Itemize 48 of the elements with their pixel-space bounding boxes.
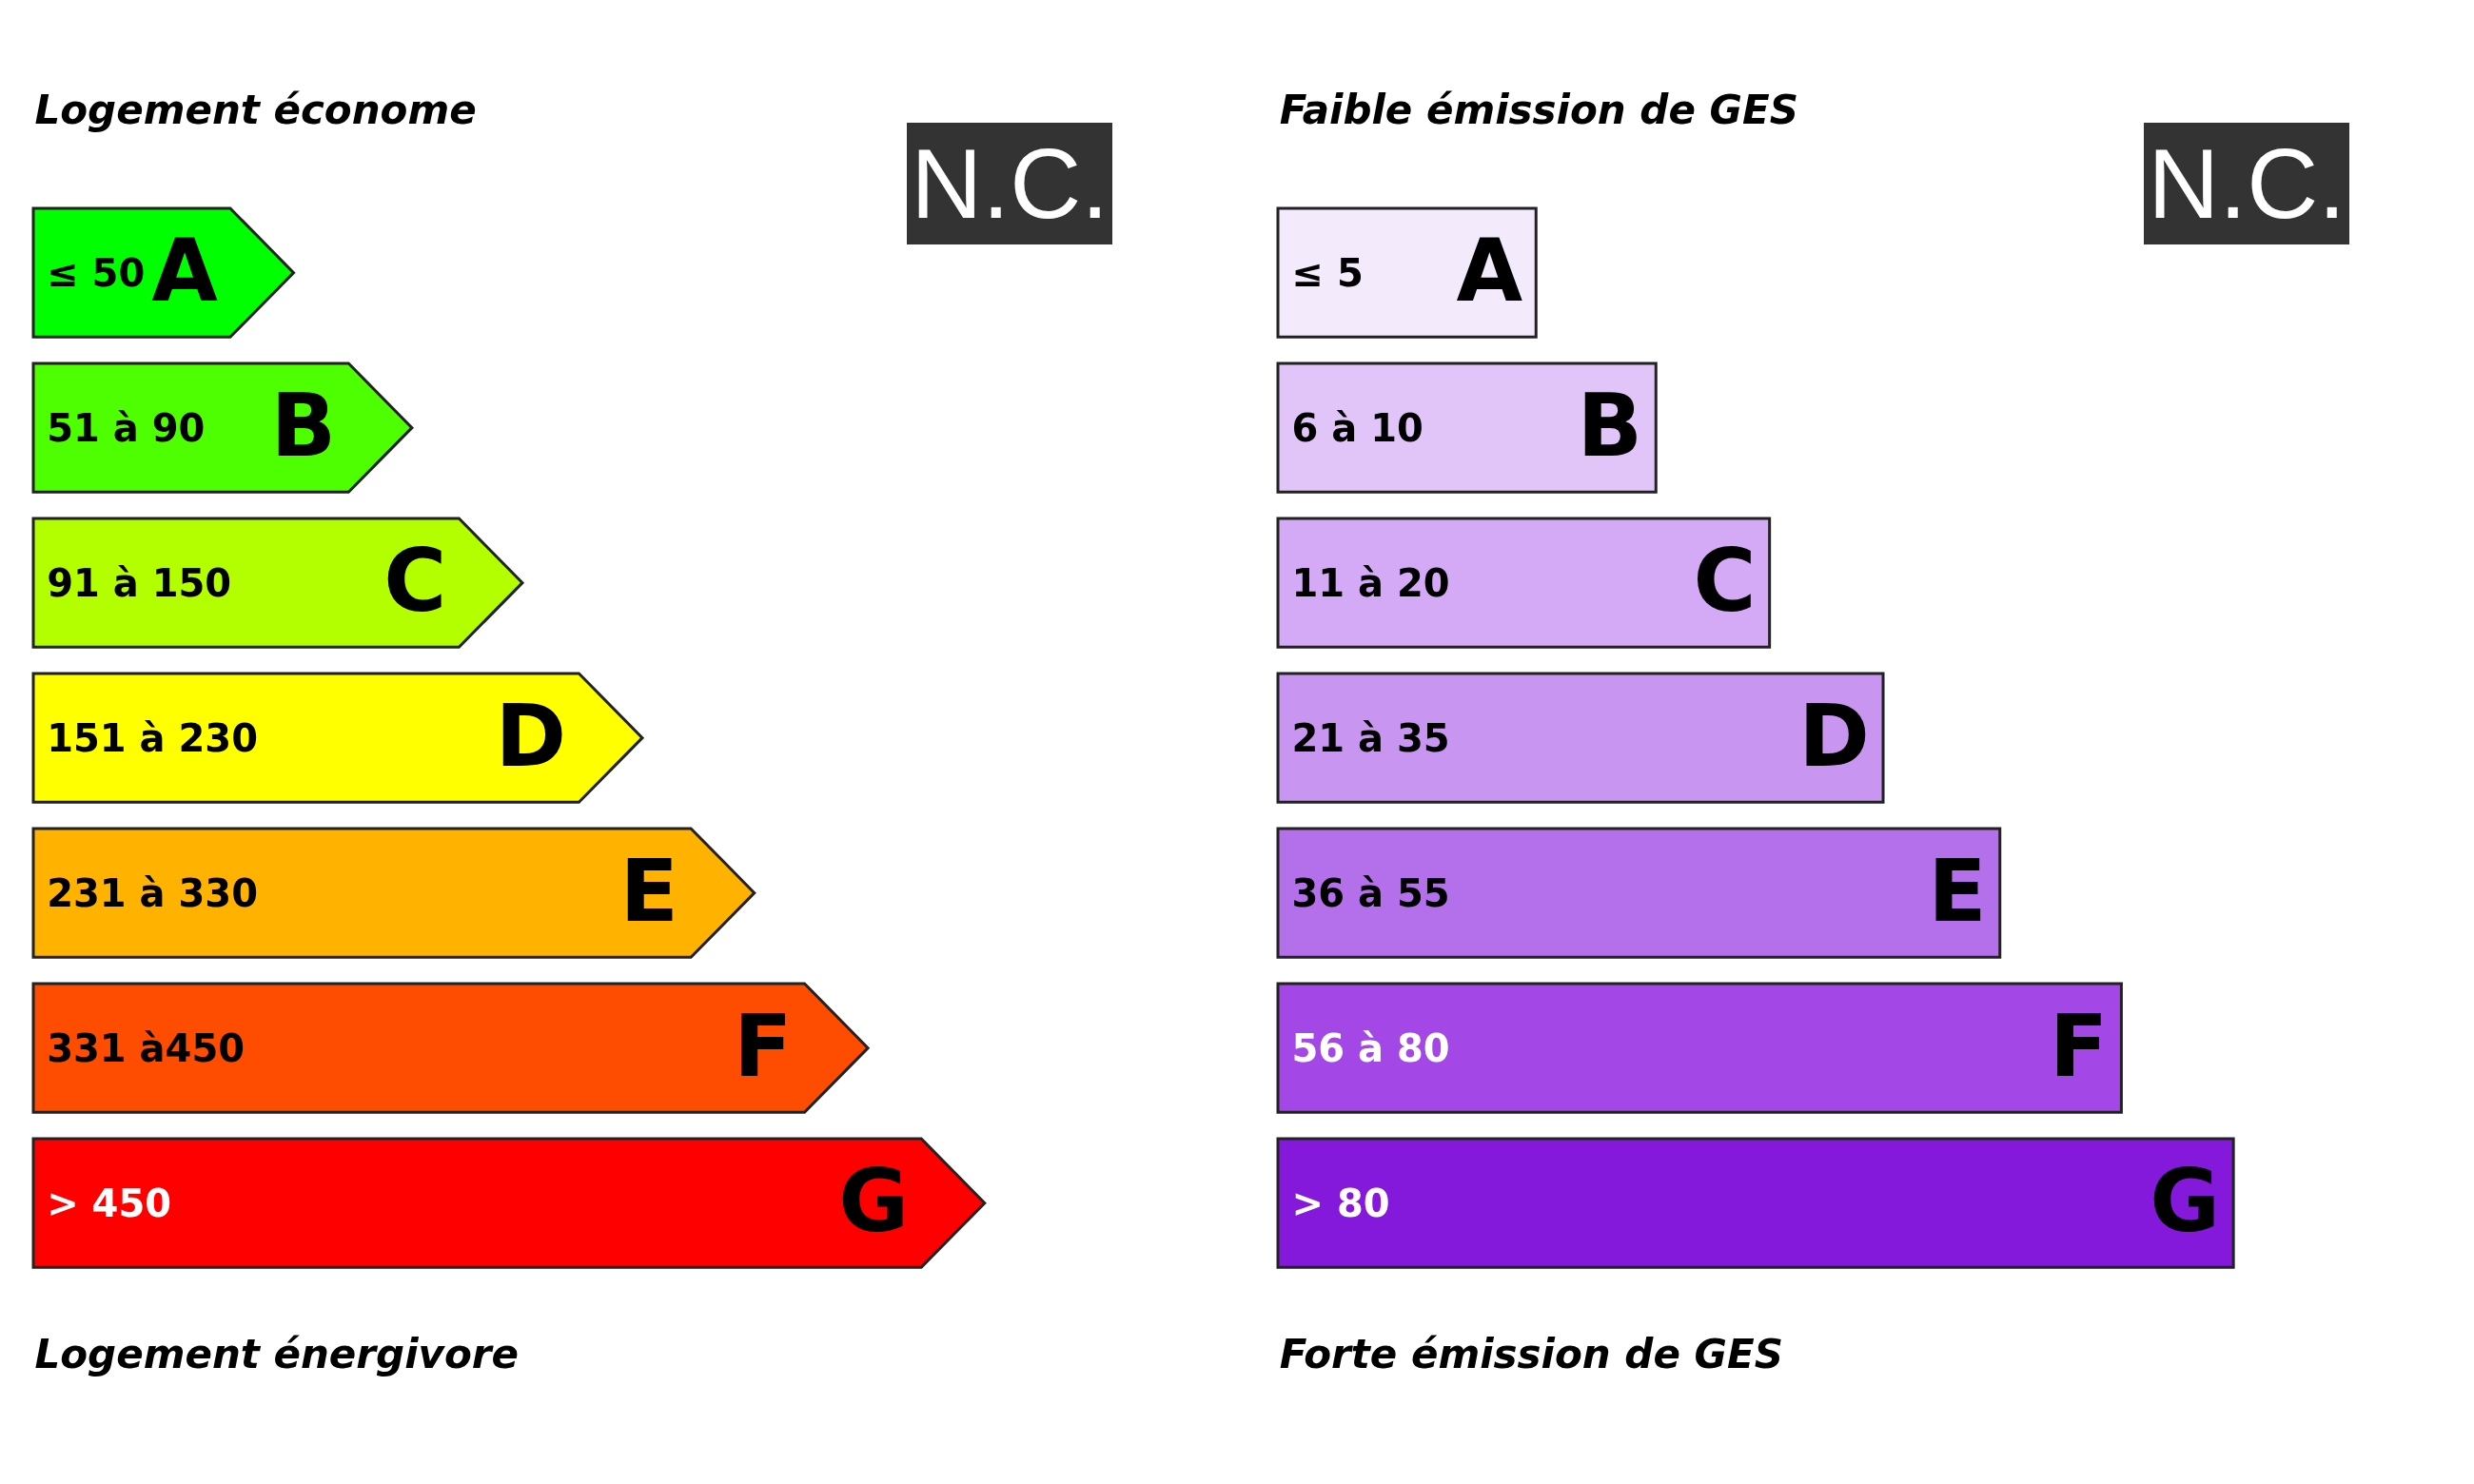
rating-bar [1276, 672, 1886, 805]
rating-badge: N.C. [907, 123, 1112, 244]
scale-heading: Logement économe [34, 87, 477, 134]
class-letter: C [383, 538, 447, 625]
range-text: > 80 [1291, 1181, 1390, 1225]
class-letter: G [2150, 1159, 2221, 1245]
class-letter: F [2049, 1004, 2109, 1090]
range-text: ≤ 50 [47, 250, 146, 295]
range-text: 21 à 35 [1291, 715, 1450, 760]
rating-bar [1276, 827, 2003, 960]
range-text: 6 à 10 [1291, 405, 1424, 450]
class-letter: A [1456, 228, 1523, 315]
range-text: > 450 [47, 1181, 172, 1225]
range-text: 36 à 55 [1291, 870, 1450, 915]
rating-bar [1276, 1137, 2236, 1270]
pointed-rating-band [31, 672, 646, 805]
pointed-rating-band [31, 1137, 988, 1270]
pointed-rating-band [31, 827, 757, 960]
scale-heading: Forte émission de GES [1279, 1331, 1783, 1378]
pointed-rating-band [31, 982, 872, 1115]
class-letter: C [1693, 538, 1757, 625]
pointed-rating-band [31, 206, 297, 340]
range-text: ≤ 5 [1291, 250, 1364, 295]
class-letter: B [270, 383, 337, 470]
range-text: 331 à450 [47, 1025, 245, 1070]
range-text: 11 à 20 [1291, 560, 1450, 605]
class-letter: E [619, 849, 678, 935]
range-text: 91 à 150 [47, 560, 232, 605]
class-letter: B [1577, 383, 1643, 470]
range-text: 231 à 330 [47, 870, 258, 915]
rating-bar [1276, 361, 1659, 495]
rating-bar [1276, 517, 1773, 650]
class-letter: D [495, 693, 567, 780]
class-letter: F [733, 1004, 793, 1090]
rating-bar [1276, 982, 2124, 1115]
class-letter: G [838, 1159, 910, 1245]
rating-bar [1276, 206, 1539, 340]
scale-heading: Faible émission de GES [1279, 87, 1798, 134]
range-text: 56 à 80 [1291, 1025, 1450, 1070]
pointed-rating-band [31, 517, 526, 650]
pointed-rating-band [31, 361, 416, 495]
range-text: 51 à 90 [47, 405, 206, 450]
range-text: 151 à 230 [47, 715, 258, 760]
class-letter: E [1928, 849, 1987, 935]
rating-badge: N.C. [2144, 123, 2349, 244]
class-letter: A [151, 228, 218, 315]
class-letter: D [1798, 693, 1870, 780]
scale-heading: Logement énergivore [34, 1331, 519, 1378]
